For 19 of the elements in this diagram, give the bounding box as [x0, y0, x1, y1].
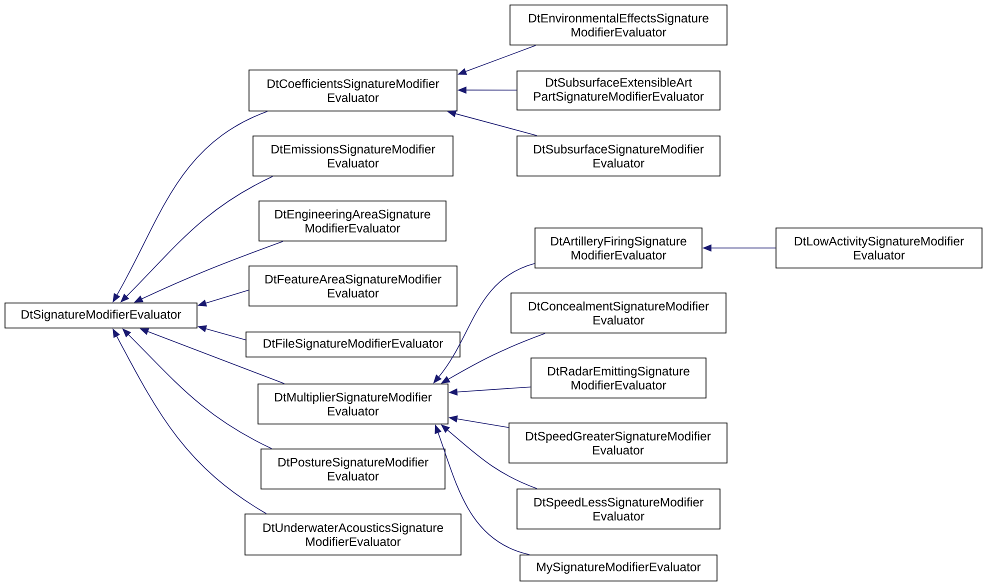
class-box: DtConcealmentSignatureModifier Evaluator [510, 292, 726, 334]
class-box: DtArtilleryFiringSignature ModifierEvaluator [534, 228, 702, 268]
class-box: DtFeatureAreaSignatureModifier Evaluator [248, 266, 458, 306]
class-box: DtMultiplierSignatureModifier Evaluator [258, 384, 448, 424]
class-box: DtSubsurfaceSignatureModifier Evaluator [516, 136, 720, 176]
class-box: DtPostureSignatureModifier Evaluator [260, 448, 446, 490]
class-box: DtSpeedLessSignatureModifier Evaluator [516, 488, 720, 530]
class-box: DtUnderwaterAcousticsSignature ModifierEvaluator [244, 514, 462, 556]
class-box: DtSpeedGreaterSignatureModifier Evaluator [508, 422, 728, 464]
class-box: DtSignatureModifierEvaluator [4, 302, 198, 328]
class-box: DtEngineeringAreaSignature ModifierEvaluator [258, 200, 446, 242]
class-box: DtFileSignatureModifierEvaluator [246, 332, 460, 358]
class-box: DtRadarEmittingSignature ModifierEvaluator [530, 358, 706, 398]
class-box: MySignatureModifierEvaluator [520, 554, 718, 582]
class-box: DtCoefficientsSignatureModifier Evaluator [248, 70, 458, 112]
class-box: DtEmissionsSignatureModifier Evaluator [252, 136, 454, 176]
class-box: DtSubsurfaceExtensibleArt PartSignatureModifierEvaluator [516, 70, 720, 110]
class-box: DtEnvironmentalEffectsSignature ModifierEvaluator [510, 4, 728, 46]
class-box: DtLowActivitySignatureModifier Evaluator [776, 228, 982, 268]
